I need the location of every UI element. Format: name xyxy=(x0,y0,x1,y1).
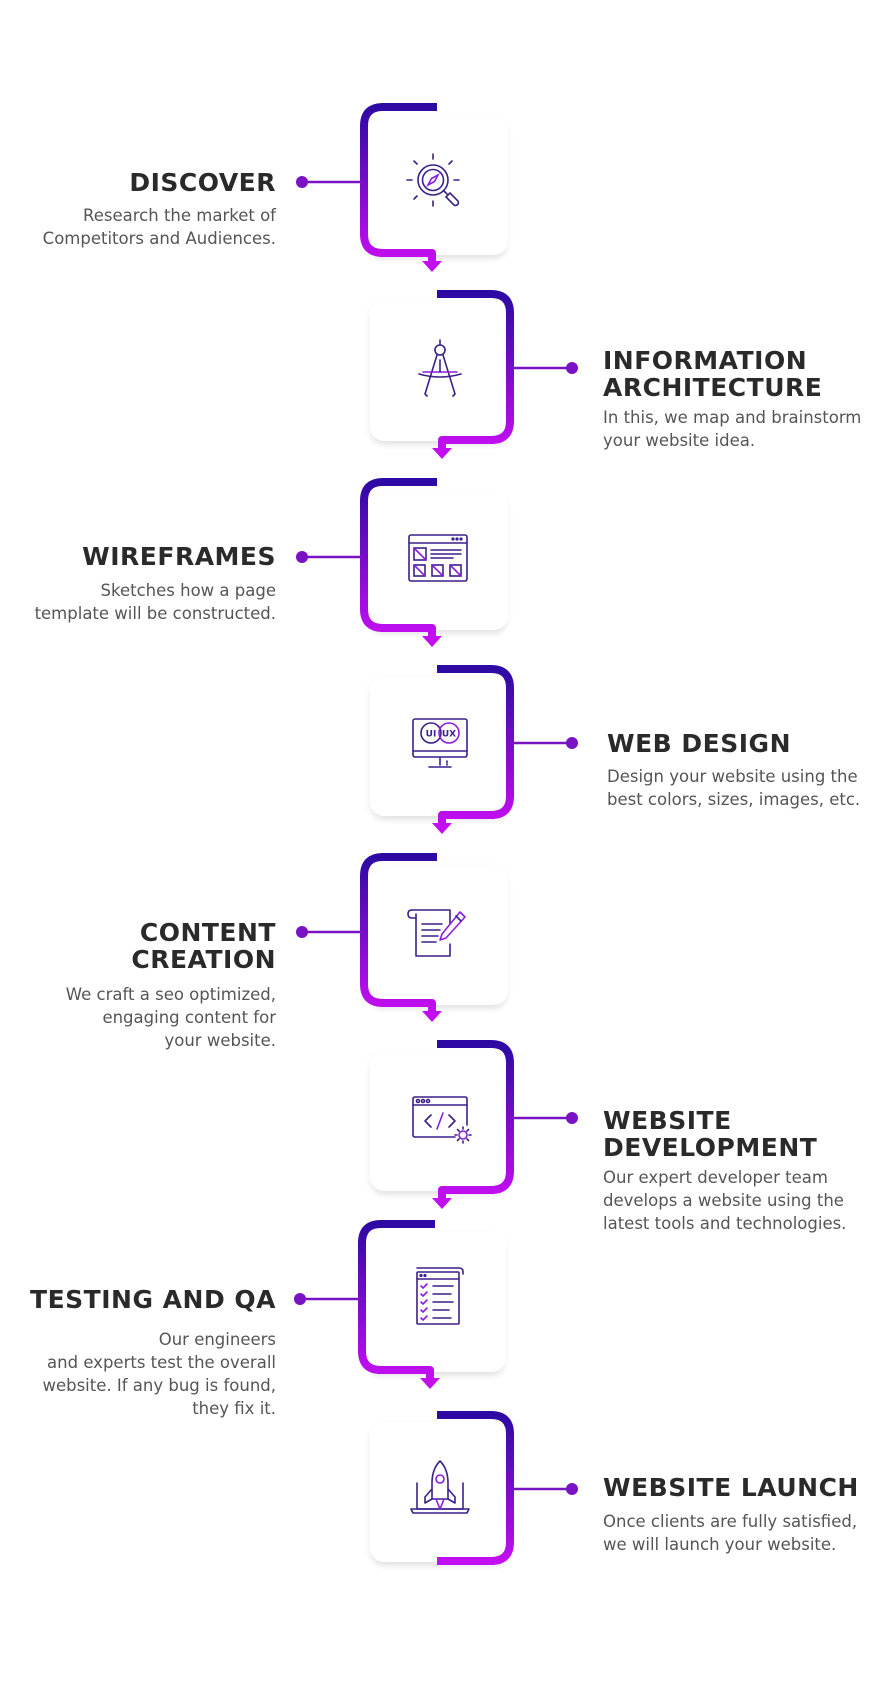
step-description-line: your website. xyxy=(164,1031,276,1050)
step-description-line: template will be constructed. xyxy=(34,604,276,623)
step-description-line: Sketches how a page xyxy=(100,581,276,600)
step-description: In this, we map and brainstorm your websi… xyxy=(603,406,871,452)
step-testing-and-qa: TESTING AND QA Our engineers and experts … xyxy=(0,1220,872,1418)
step-title-line: CREATION xyxy=(131,945,276,974)
step-title-line: WEB DESIGN xyxy=(607,729,791,758)
step-connector-frame xyxy=(294,1220,440,1389)
step-connector-frame xyxy=(432,1040,578,1209)
step-connector-frame xyxy=(432,665,578,834)
step-title-line: DEVELOPMENT xyxy=(603,1133,818,1162)
step-title-line: CONTENT xyxy=(139,918,276,947)
step-description: Sketches how a page template will be cons… xyxy=(6,579,276,625)
step-description-line: In this, we map and brainstorm xyxy=(603,408,862,427)
step-description-line: we will launch your website. xyxy=(603,1535,837,1554)
step-title: WIREFRAMES xyxy=(16,543,276,570)
step-description-line: they fix it. xyxy=(192,1399,276,1418)
step-connector-frame xyxy=(437,1411,578,1565)
step-card xyxy=(368,865,508,1005)
step-description-line: engaging content for xyxy=(102,1008,276,1027)
checklist-document-icon xyxy=(403,1262,473,1332)
step-description-line: Research the market of xyxy=(83,206,276,225)
step-title: WEBSITE LAUNCH xyxy=(603,1474,871,1501)
step-title-line: DISCOVER xyxy=(129,168,276,197)
step-description-line: We craft a seo optimized, xyxy=(65,985,276,1004)
step-description-line: Our engineers xyxy=(158,1330,276,1349)
step-description-line: your website idea. xyxy=(603,431,756,450)
step-description-line: Our expert developer team xyxy=(603,1168,828,1187)
step-description-line: Competitors and Audiences. xyxy=(42,229,276,248)
ui-ux-monitor-icon: UI UX xyxy=(405,709,475,779)
step-description: Once clients are fully satisfied, we will… xyxy=(603,1510,871,1556)
step-title-line: TESTING AND QA xyxy=(30,1285,276,1314)
step-website-launch: WEBSITE LAUNCH Once clients are fully sa… xyxy=(0,1411,872,1585)
step-description: Our expert developer team develops a webs… xyxy=(603,1166,871,1235)
step-description: Design your website using the best colors… xyxy=(607,765,872,811)
wireframe-layout-icon xyxy=(403,523,473,593)
step-description-line: best colors, sizes, images, etc. xyxy=(607,790,861,809)
step-connector-frame xyxy=(296,478,442,647)
step-connector-frame xyxy=(296,103,442,272)
step-description-line: latest tools and technologies. xyxy=(603,1214,847,1233)
rocket-laptop-icon xyxy=(405,1455,475,1525)
step-description: We craft a seo optimized, engaging conten… xyxy=(6,983,276,1052)
step-card xyxy=(370,1422,510,1562)
step-card xyxy=(368,490,508,630)
step-title-line: ARCHITECTURE xyxy=(603,373,823,402)
ui-label: UI xyxy=(426,730,437,740)
step-title-line: WEBSITE LAUNCH xyxy=(603,1473,859,1502)
step-web-design: UI UX WEB DESIGN Design your website usi… xyxy=(0,665,872,839)
step-description-line: develops a website using the xyxy=(603,1191,844,1210)
step-card xyxy=(370,676,510,816)
step-description-line: and experts test the overall xyxy=(47,1353,276,1372)
step-card xyxy=(368,115,508,255)
drafting-compass-icon xyxy=(405,336,475,406)
step-title-line: INFORMATION xyxy=(603,346,808,375)
step-title-line: WEBSITE xyxy=(603,1106,732,1135)
ux-label: UX xyxy=(442,730,456,740)
compass-magnifier-icon xyxy=(403,150,473,220)
step-title: WEB DESIGN xyxy=(607,730,872,757)
step-description-line: website. If any bug is found, xyxy=(42,1376,276,1395)
step-description-line: Once clients are fully satisfied, xyxy=(603,1512,858,1531)
step-wireframes: WIREFRAMES Sketches how a page template w… xyxy=(0,478,872,652)
step-description-line: Design your website using the xyxy=(607,767,858,786)
step-description: Research the market of Competitors and Au… xyxy=(6,204,276,250)
step-title-line: WIREFRAMES xyxy=(82,542,276,571)
code-window-gear-icon xyxy=(405,1085,475,1155)
step-description: Our engineers and experts test the overal… xyxy=(6,1328,276,1420)
step-connector-frame xyxy=(432,290,578,459)
step-title: TESTING AND QA xyxy=(16,1286,276,1313)
step-discover: DISCOVER Research the market of Competito… xyxy=(0,103,872,277)
step-title: DISCOVER xyxy=(16,169,276,196)
scroll-pen-icon xyxy=(404,898,474,968)
step-connector-frame xyxy=(296,853,442,1022)
